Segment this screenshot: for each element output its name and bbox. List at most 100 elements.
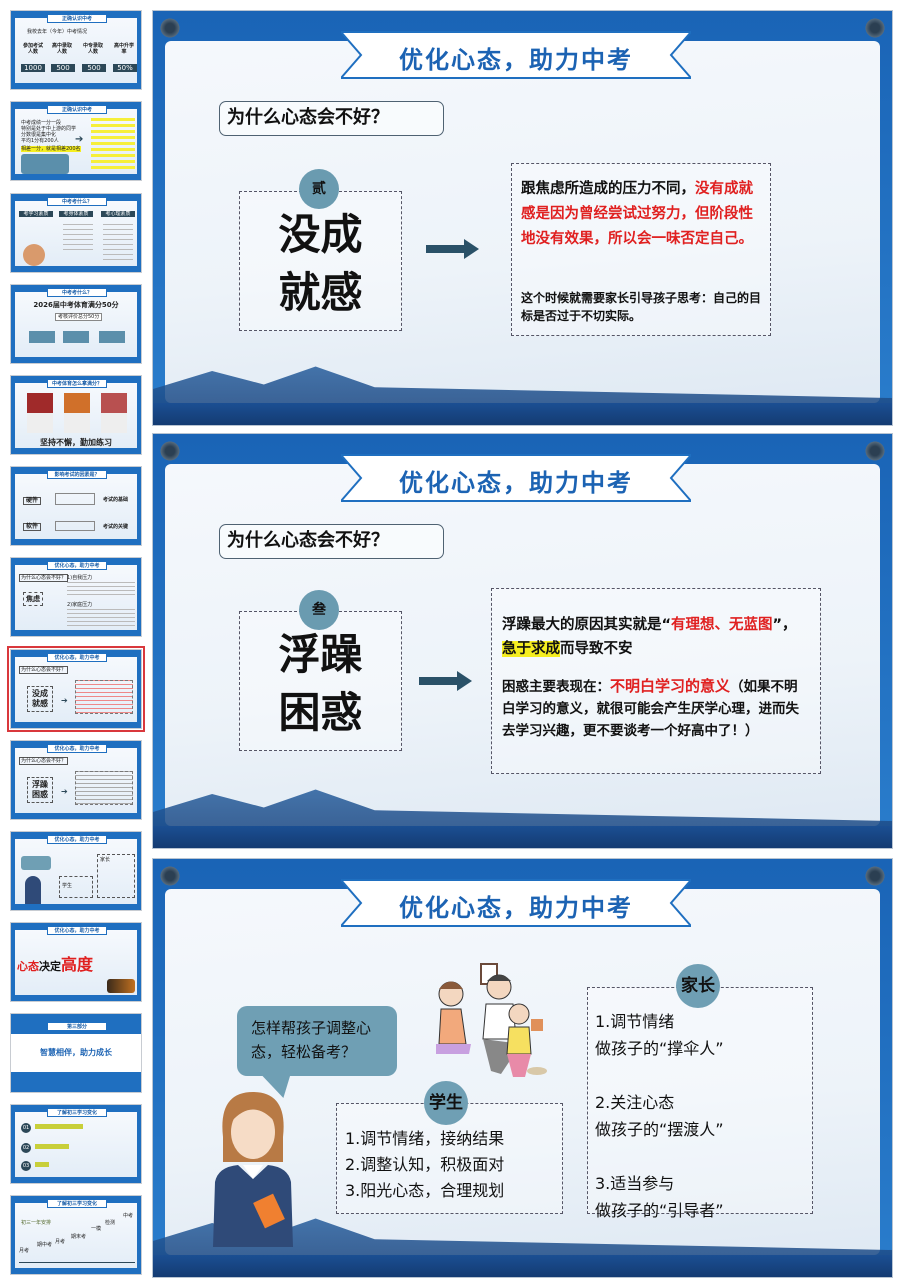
parent-item-role: 做孩子的“引导者” [595,1201,724,1220]
family-illustration [436,963,547,1077]
thumb-text: 500 [82,64,106,72]
thumb-text: 学生 [59,876,93,898]
thumb-text: 硬件 [23,497,42,505]
slide-main-3[interactable]: 优化心态，助力中考 怎样帮孩子调整心态，轻松备考？ 1.调节情绪，接纳结果 2.… [152,858,893,1278]
thumb-headline: 心态决定高度 [17,951,93,975]
thumb-box [63,331,89,343]
text-highlight: 急于求成 [502,641,560,657]
thumb-text-block [63,224,93,254]
student-item: 2.调整认知，积极面对 [345,1155,505,1174]
photo-card [64,393,90,433]
arrow-icon: ➔ [75,134,84,145]
slide-thumbnail-8[interactable]: 优化心态，助力中考 为什么心态会不好？ 没成就感 ➔ [7,646,145,732]
slide-thumbnail-panel[interactable]: 正确认识中考 我校去年（今年）中考情况 参加考试人数 高中录取人数 中专录取人数… [0,0,150,1286]
thumb-text-block [67,582,135,598]
thumb-text: 决定 [39,960,61,973]
thumb-white-band [11,1034,141,1072]
timeline-axis [19,1262,135,1263]
slide-thumbnail-3[interactable]: 中考考什么？ 考学习素质 考身体素质 考心理素质 [10,193,142,273]
thumb-text: 软件 [23,523,42,531]
thumb-text: 中考成绩一分一段 [21,120,62,126]
slide-thumbnail-12[interactable]: 第三部分 智慧相伴，助力成长 [10,1013,142,1093]
slide-thumbnail-14[interactable]: 了解初三学习变化 初三一年安排 月考 期中考 月考 期末考 一模 检测 中考 [10,1195,142,1275]
number-badge: 叁 [299,590,339,630]
thumb-text: 考核评价总分50分 [55,313,103,321]
thumb-text: 分数很是集中化 [21,132,57,138]
explanation-text-1: 浮躁最大的原因其实就是“有理想、无蓝图”，急于求成而导致不安 [502,613,807,661]
explanation-text-2: 困惑主要表现在：不明白学习的意义（如果不明白学习的意义，就很可能会产生厌学心理，… [502,675,807,742]
slide-bottom-band [153,403,892,425]
thumb-text: 2026届中考体育满分50分 [33,301,119,309]
thumb-text: 中专录取人数 [83,43,104,55]
thumb-text: 浮躁困惑 [27,777,53,803]
thumb-text: 智慧相伴，助力成长 [40,1048,112,1057]
keyword-line-1: 浮躁 [278,630,363,679]
text: 困惑主要表现在： [502,679,610,695]
parent-item-role: 做孩子的“摆渡人” [595,1120,724,1139]
thumb-text: 为什么心态会不好？ [19,757,69,765]
student-item: 3.阳光心态，合理规划 [345,1181,505,1200]
teacher-illustration [25,876,41,904]
text: （如果不明白学习的意义，就很可能会产生厌学心理，进而失去学习兴趣，更不要谈考一个… [502,679,799,739]
thumb-text: 1)自我压力 [67,575,93,581]
thumb-text: 心态 [17,960,39,973]
slide-thumbnail-13[interactable]: 了解初三学习变化 01 02 03 [10,1104,142,1184]
right-arrow-icon [426,239,479,259]
parent-item-title: 2.关注心态 [595,1093,675,1112]
thumb-text-block [91,118,135,170]
thumb-text: 参加考试人数 [23,43,44,55]
slide-thumbnail-11[interactable]: 优化心态，助力中考 心态决定高度 [10,922,142,1002]
thumb-title: 优化心态，助力中考 [47,561,107,570]
thumb-title: 优化心态，助力中考 [47,835,107,844]
slide-thumbnail-1[interactable]: 正确认识中考 我校去年（今年）中考情况 参加考试人数 高中录取人数 中专录取人数… [10,10,142,90]
thumb-text: 家长 [97,854,135,898]
title-banner: 优化心态，助力中考 [341,879,691,927]
thumb-title: 优化心态，助力中考 [47,926,107,935]
slide-thumbnail-9[interactable]: 优化心态，助力中考 为什么心态会不好？ 浮躁困惑 ➔ [10,740,142,820]
slide-thumbnail-10[interactable]: 优化心态，助力中考 学生 家长 [10,831,142,911]
explanation-red: 没有成就感是因为曾经尝试过努力，但阶段性地没有效果，所以会一味否定自己。 [521,181,753,247]
thumb-text: 相差一分，就是相差200名 [21,146,81,152]
thumb-text: 坚持不懈，勤加练习 [40,438,112,447]
slide-thumbnail-5[interactable]: 中考体育怎么拿满分？ 坚持不懈，勤加练习 [10,375,142,455]
slide-thumbnail-7[interactable]: 优化心态，助力中考 为什么心态会不好？ 焦虑 1)自我压力 2)家庭压力 [10,557,142,637]
corner-ornament-icon [864,17,886,39]
slide-thumbnail-6[interactable]: 影响考试的因素是？ 硬件 软件 考试的基础 考试的关键 [10,466,142,546]
corner-ornament-icon [159,17,181,39]
thumb-text: 50% [113,64,137,72]
explanation-black: 跟焦虑所造成的压力不同， [521,181,695,197]
text-red: 不明白学习的意义 [610,677,731,695]
slide-main-2[interactable]: 优化心态，助力中考 为什么心态会不好？ 浮躁 困惑 叁 浮躁最大的原因其实就是“… [152,433,893,849]
explanation-box: 浮躁最大的原因其实就是“有理想、无蓝图”，急于求成而导致不安 困惑主要表现在：不… [491,588,821,774]
question-box: 为什么心态会不好？ [219,524,444,559]
student-tag: 学生 [424,1081,468,1125]
thumb-text: 初三一年安排 [21,1220,52,1226]
thumb-text: 高度 [61,955,94,974]
student-illustration [23,244,45,266]
speech-bubble: 怎样帮孩子调整心态，轻松备考？ [237,1006,397,1076]
thumb-highlight [35,1124,83,1129]
text: 而导致不安 [560,641,633,657]
thumb-text: 特别是处于中上游的同学 [21,126,77,132]
slide-main-1[interactable]: 优化心态，助力中考 为什么心态会不好？ 没成 就感 贰 跟焦虑所造成的压力不同，… [152,10,893,426]
thumb-text-block [75,771,133,805]
thumb-highlight [35,1162,49,1167]
thumb-text: 中考 [123,1213,134,1219]
text: 浮躁最大的原因其实就是“ [502,617,672,633]
number-badge: 贰 [299,169,339,209]
slide-thumbnail-2[interactable]: 正确认识中考 中考成绩一分一段 特别是处于中上游的同学 分数很是集中化 平均1分… [10,101,142,181]
thumb-text: 为什么心态会不好？ [19,574,69,582]
slide-title: 优化心态，助力中考 [399,894,633,922]
slide-thumbnail-4[interactable]: 中考考什么？ 2026届中考体育满分50分 考核评价总分50分 [10,284,142,364]
thumb-text: 没成就感 [27,686,53,712]
thumb-title: 影响考试的因素是？ [47,470,107,479]
thumb-text: 考心理素质 [101,211,135,217]
thumb-title: 正确认识中考 [47,105,107,114]
thumb-text: 考试的基础 [103,497,129,503]
parent-tag: 家长 [676,964,720,1008]
thumb-text: 为什么心态会不好？ [19,666,69,674]
right-arrow-icon [419,671,472,691]
corner-ornament-icon [159,440,181,462]
thumb-text: 考身体素质 [59,211,93,217]
thumb-title: 了解初三学习变化 [47,1108,107,1117]
